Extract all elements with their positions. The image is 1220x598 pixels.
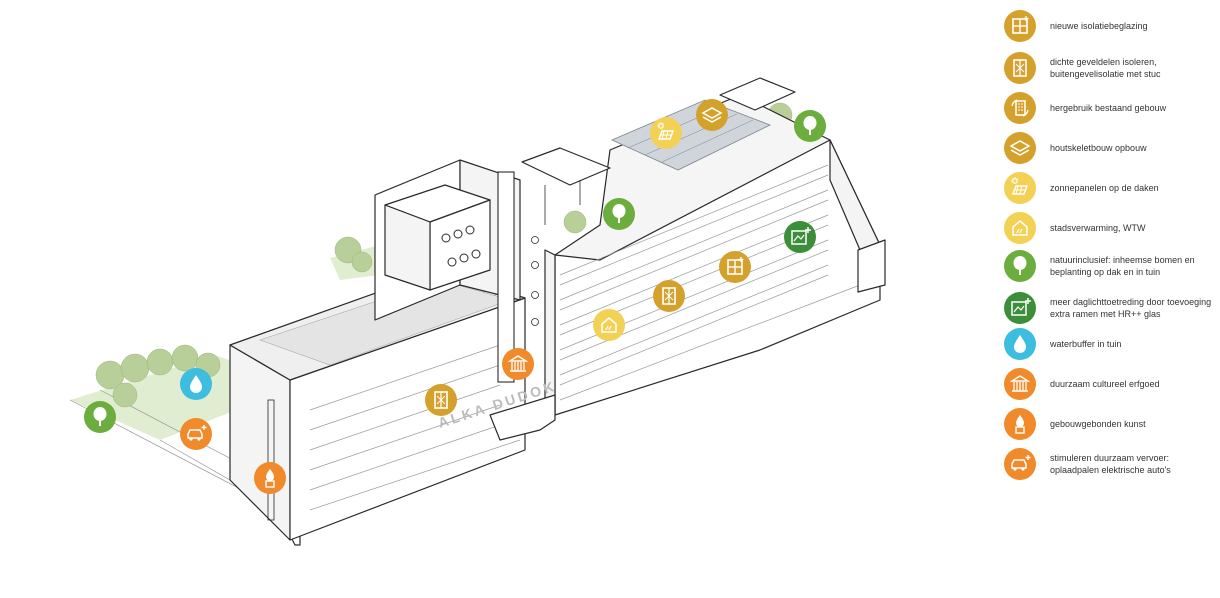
legend-item: meer daglichttoetreding door toevoeging … <box>1000 290 1215 326</box>
marker-layer <box>84 99 826 494</box>
ev-charging-icon <box>1004 448 1036 480</box>
daylight-window-icon <box>1004 292 1036 324</box>
solar-panel-icon <box>1004 172 1036 204</box>
central-tower <box>374 159 539 383</box>
heritage-icon <box>502 348 534 380</box>
insulated-glazing-icon <box>1004 10 1036 42</box>
legend-item: waterbuffer in tuin <box>1000 326 1215 362</box>
tree-icon <box>1004 250 1036 282</box>
legend-label: waterbuffer in tuin <box>1050 339 1122 349</box>
facade-insulation-icon <box>425 384 457 416</box>
left-building-wing <box>229 269 526 546</box>
tree-icon <box>603 198 635 230</box>
district-heating-icon <box>1004 212 1036 244</box>
legend-label: zonnepanelen op de daken <box>1050 183 1159 193</box>
art-icon <box>1004 408 1036 440</box>
ev-charging-icon <box>180 418 212 450</box>
legend-label: natuurinclusief: inheemse bomen en bepla… <box>1050 255 1195 277</box>
daylight-window-icon <box>784 221 816 253</box>
facade-insulation-icon <box>653 280 685 312</box>
legend-label: nieuwe isolatiebeglazing <box>1050 21 1148 31</box>
legend-item: nieuwe isolatiebeglazing <box>1000 8 1215 44</box>
water-drop-icon <box>1004 328 1036 360</box>
legend-label: meer daglichttoetreding door toevoeging … <box>1050 297 1212 319</box>
legend-item: gebouwgebonden kunst <box>1000 406 1215 442</box>
water-drop-icon <box>180 368 212 400</box>
legend-label: stimuleren duurzaam vervoer: oplaadpalen… <box>1050 453 1171 475</box>
tree-icon <box>794 110 826 142</box>
building-reuse-icon <box>1004 92 1036 124</box>
legend-item: hergebruik bestaand gebouw <box>1000 90 1215 126</box>
legend-item: duurzaam cultureel erfgoed <box>1000 366 1215 402</box>
legend-item: houtskeletbouw opbouw <box>1000 130 1215 166</box>
legend-label: dichte geveldelen isoleren, buitengeveli… <box>1050 57 1161 79</box>
timber-frame-icon <box>1004 132 1036 164</box>
heritage-icon <box>1004 368 1036 400</box>
building-axonometric-diagram: ALKA DUDOK <box>69 77 886 546</box>
legend-label: duurzaam cultureel erfgoed <box>1050 379 1160 389</box>
district-heating-icon <box>593 309 625 341</box>
solar-panel-icon <box>650 117 682 149</box>
legend-item: stimuleren duurzaam vervoer: oplaadpalen… <box>1000 446 1215 482</box>
facade-insulation-icon <box>1004 52 1036 84</box>
legend-label: gebouwgebonden kunst <box>1050 419 1146 429</box>
legend-label: houtskeletbouw opbouw <box>1050 143 1147 153</box>
legend-label: hergebruik bestaand gebouw <box>1050 103 1167 113</box>
timber-frame-icon <box>696 99 728 131</box>
legend-item: natuurinclusief: inheemse bomen en bepla… <box>1000 248 1215 284</box>
garden-trees <box>95 102 793 408</box>
entrance-connector <box>489 394 556 441</box>
legend-label: stadsverwarming, WTW <box>1050 223 1146 233</box>
legend-item: stadsverwarming, WTW <box>1000 210 1215 246</box>
art-icon <box>254 462 286 494</box>
insulated-glazing-icon <box>719 251 751 283</box>
tree-icon <box>84 401 116 433</box>
legend-item: zonnepanelen op de daken <box>1000 170 1215 206</box>
legend-item: dichte geveldelen isoleren, buitengeveli… <box>1000 50 1215 86</box>
